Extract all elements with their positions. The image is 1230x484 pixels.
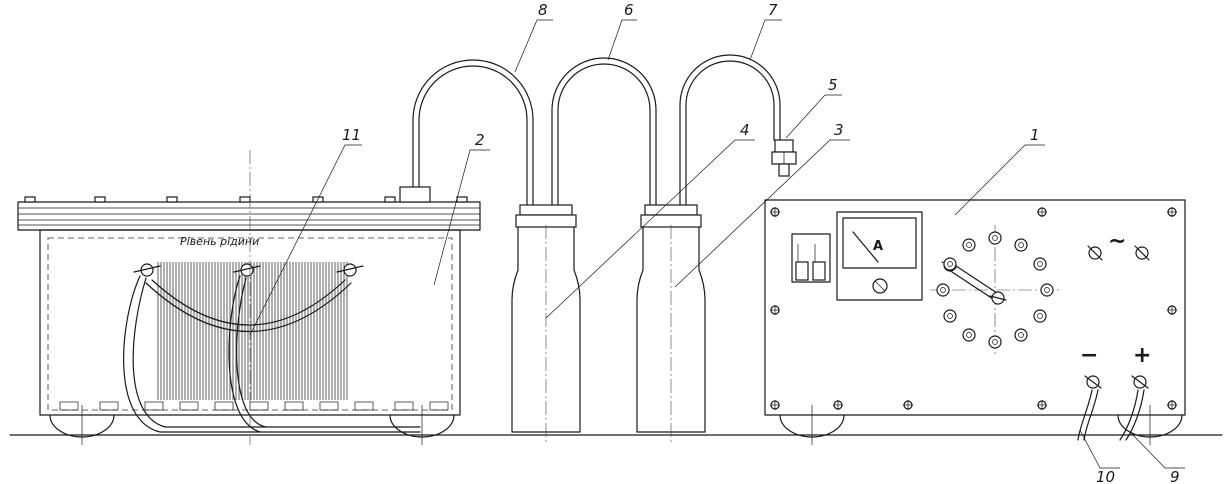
battery-terminal-3: [336, 263, 364, 277]
nozzle-5: [771, 139, 797, 177]
power-switch: [791, 233, 831, 283]
callout-8: 8: [538, 1, 548, 19]
plus-sign: +: [1133, 343, 1151, 368]
callout-5: 5: [828, 76, 838, 94]
callout-11: 11: [342, 126, 361, 144]
charger: A ~ − +: [764, 199, 1186, 445]
battery-terminal-1: [133, 263, 161, 277]
bottle-4: [511, 204, 581, 445]
minus-sign: −: [1080, 343, 1098, 368]
battery-terminal-2: [233, 263, 261, 277]
tube-7: [679, 54, 781, 206]
callout-leaders: [249, 19, 1185, 469]
battery: Рівень рідини: [17, 186, 481, 445]
callout-7: 7: [768, 1, 778, 19]
battery-cables: [123, 275, 421, 433]
ammeter-label: A: [873, 239, 883, 254]
rotary-selector: [930, 225, 1060, 355]
callout-6: 6: [624, 1, 634, 19]
callout-9: 9: [1170, 468, 1180, 484]
callout-1: 1: [1030, 126, 1040, 144]
callout-10: 10: [1096, 468, 1115, 484]
callout-3: 3: [834, 121, 844, 139]
ac-terminals: ~: [1087, 229, 1150, 261]
dc-terminals: − +: [1080, 343, 1151, 389]
tube-8: [412, 59, 534, 206]
ac-symbol: ~: [1108, 229, 1126, 254]
callout-4: 4: [740, 121, 750, 139]
tube-6: [551, 57, 657, 206]
ammeter: A: [836, 211, 923, 301]
liquid-level-label: Рівень рідини: [180, 235, 259, 248]
callout-2: 2: [475, 131, 485, 149]
bottle-3: [636, 204, 706, 445]
